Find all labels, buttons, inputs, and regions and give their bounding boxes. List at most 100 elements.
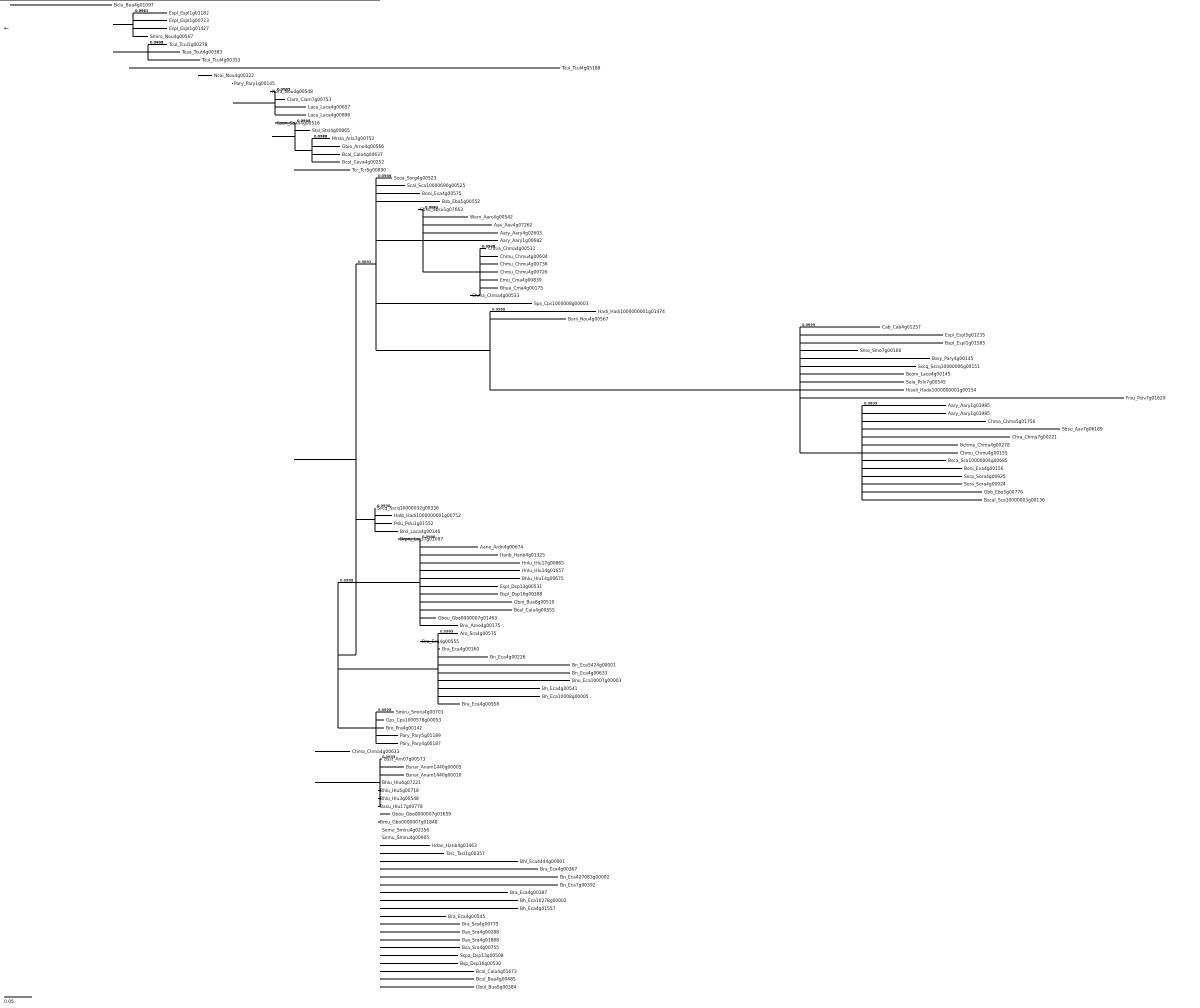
leaf-label-8: Tcul_Tcul4g05188: [561, 65, 601, 71]
branch-label-53: 0.0956: [131, 0, 145, 1]
branch-label-6: 0.991: [425, 204, 436, 209]
leaf-label-16: Stsl_Stsl4g00865: [312, 128, 350, 134]
branch-label-42: 0.0997: [378, 707, 392, 712]
leaf-label-96: Bsst_Arn07g00573: [384, 757, 426, 763]
leaf-label-95: Chma_Chma4g00633: [352, 749, 400, 755]
leaf-label-76: Gbni_Bua8g00510: [514, 600, 555, 606]
branch-label-47: 0.0991: [317, 0, 331, 1]
leaf-label-120: Bsa_Sra4g00755: [462, 945, 499, 951]
leaf-label-92: Bro_Pra4g00142: [386, 725, 422, 731]
leaf-label-115: Bh_Eca4g01557: [520, 906, 556, 912]
leaf-label-122: Bsp_Dsp16g00530: [460, 961, 501, 967]
leaf-label-108: Tarc_Tacl1g00357: [445, 851, 485, 857]
leaf-label-64: Sscq_Sscq10000032g00338: [377, 505, 439, 511]
leaf-label-30: Aary_Aary1g00682: [500, 238, 542, 244]
leaf-label-58: Bsca_Sca10000004g00685: [948, 458, 1008, 464]
leaf-label-21: Tcr_Tcr5g00890: [351, 167, 386, 173]
leaf-label-90: Smiru_Smiru4g00701: [396, 710, 444, 716]
leaf-label-94: Pary_Pary4g00187: [400, 741, 441, 747]
leaf-label-82: Bra_Eca4g00160: [442, 647, 479, 653]
leaf-label-69: Aane_Ardn4g00674: [480, 545, 523, 551]
leaf-label-54: Sbsu_Aav7g06189: [1062, 427, 1103, 433]
leaf-label-56: Bchma_Chma4g00278: [960, 442, 1010, 448]
scale-bar: 0.05: [4, 996, 32, 1005]
leaf-label-48: Sela_Pslv7g00545: [906, 380, 946, 386]
leaf-label-89: Bra_Eca4g00558: [462, 702, 499, 708]
leaf-label-83: Bn_Eca4g00226: [490, 655, 526, 661]
leaf-label-113: Bra_Eca4g00387: [510, 890, 547, 896]
branch-label-2: 0.0953: [277, 86, 291, 91]
leaf-label-119: Bsa_Sra4g01888: [462, 937, 499, 943]
leaf-label-26: Sbsu_Sbsu1g07663: [420, 207, 463, 213]
branch-label-33: 0.0978: [482, 244, 496, 249]
branch-label-49: 0.0935: [274, 0, 288, 1]
leaf-label-60: Sora_Sora4g00925: [964, 474, 1006, 480]
leaf-label-39: Hadi_Hadi1000000001g01474: [598, 309, 665, 315]
leaf-label-65: Halb_Hadi1000000001g00752: [394, 513, 461, 519]
branch-label-29: 0.0996: [150, 39, 164, 44]
leaf-label-63: Bscal_Sca10000003g00136: [984, 497, 1045, 503]
leaf-label-99: Bhlu_Hlu4g07221: [382, 780, 421, 786]
leaf-label-75: Bspl_Dsp16g00388: [500, 592, 543, 598]
leaf-label-5: Tcul_Tcul1g00278: [168, 42, 208, 48]
leaf-label-105: Semu_Smiru4g02356: [382, 827, 429, 833]
leaf-label-77: Bcal_Cala4g00555: [514, 607, 555, 613]
leaf-label-22: Scoa_Sorg4g00523: [394, 175, 437, 181]
leaf-label-117: Bra_Sra4g00775: [462, 922, 499, 928]
branch-label-5: 0.0576: [482, 244, 496, 249]
leaf-label-59: Boni_Eva4g00156: [964, 466, 1004, 472]
branch-label-30: 0.0995: [277, 86, 291, 91]
branch-label-11: 0.0598: [377, 503, 391, 508]
branch-label-52: 0.0978: [151, 0, 165, 1]
leaf-label-6: Tesa_Tcut4g00383: [181, 50, 222, 56]
branch-label-0: 0.996: [135, 8, 146, 13]
branch-label-62: 0.0999: [425, 204, 439, 209]
leaf-label-70: Hanb_Hanb4g01325: [500, 552, 545, 558]
leaf-label-57: Chmu_Chmu4g00155: [960, 450, 1008, 456]
leaf-label-24: Boni_Eva4g00575: [422, 191, 462, 197]
leaf-label-112: Bn_Eca7g00392: [560, 882, 596, 888]
leaf-label-35: Emu_Cma4g00839: [500, 277, 542, 283]
branch-support-labels: 0.996 0.0467 0.0953 0.0789 0.0599 0.0576 0.991…: [4, 0, 878, 759]
leaf-label-20: Bcal_Cava4g00252: [342, 160, 384, 166]
branch-label-18: 0.0997: [382, 0, 396, 1]
leaf-labels: Bclu_Bua4g01097Espl_Espl1g01182Espl_Espl…: [114, 3, 1166, 991]
branch-label-22: 0.0912: [235, 0, 249, 1]
leaf-label-72: Hnlu_Hlu14g01657: [522, 568, 564, 574]
leaf-label-45: Bary_Pary4g00145: [932, 356, 974, 362]
branch-label-34: 0.0883: [425, 204, 439, 209]
leaf-label-34: Chmu_Chmu4g00726: [500, 270, 548, 276]
leaf-label-93: Pary_Pary5g01189: [400, 733, 441, 739]
leaf-label-7: Tcul_Tcul4g00353: [201, 57, 241, 63]
leaf-label-51: Aary_Aary1g01985: [948, 403, 990, 409]
leaf-label-81: Bro_Eca4g00555: [422, 639, 459, 645]
leaf-label-41: Cab_Cab4g01257: [882, 325, 921, 331]
branch-label-54: 0.0584: [115, 0, 129, 1]
leaf-label-38: Sps_Cps1000008g00603: [534, 301, 589, 307]
branch-label-45: 0.0979: [382, 754, 396, 759]
leaf-label-78: Gbou_Gbo0000007g01463: [438, 615, 497, 621]
branch-label-50: 0.0915: [235, 0, 249, 1]
branch-label-26: 0.0999: [115, 0, 129, 1]
branch-label-58: 0.0987: [277, 86, 291, 91]
branch-label-24: 0.0997: [151, 0, 165, 1]
branch-label-20: 0.0599: [296, 0, 310, 1]
branch-label-55: 0.0999: [12, 0, 26, 1]
branch-label-3: 0.0789: [314, 134, 328, 139]
leaf-label-18: Gbio_Arno4g00566: [342, 144, 384, 150]
leaf-label-71: Hnlu_Hlu17g00865: [522, 560, 564, 566]
leaf-label-80: Aro_Sra4g00575: [460, 631, 497, 637]
leaf-label-86: Bnu_Eca10007g00003: [572, 678, 622, 684]
leaf-label-27: Wern_Aarc4g00542: [470, 215, 513, 221]
leaf-label-62: Gbb_Eba5g00776: [984, 490, 1023, 496]
leaf-label-0: Bclu_Bua4g01097: [114, 3, 154, 9]
leaf-label-103: Gbou_Gbo0000007g01659: [392, 812, 451, 818]
branch-label-1: 0.0467: [150, 39, 164, 44]
branch-label-15: 0.0586: [340, 577, 354, 582]
branch-label-46: 0.0993: [382, 0, 396, 1]
branch-label-19: 0.0982: [317, 0, 331, 1]
leaf-label-67: Brsl_Laca4g00346: [400, 529, 441, 535]
leaf-label-50: Frsu_Pslv7g01629: [1126, 395, 1166, 401]
branch-label-23: 0.0584: [200, 0, 214, 1]
